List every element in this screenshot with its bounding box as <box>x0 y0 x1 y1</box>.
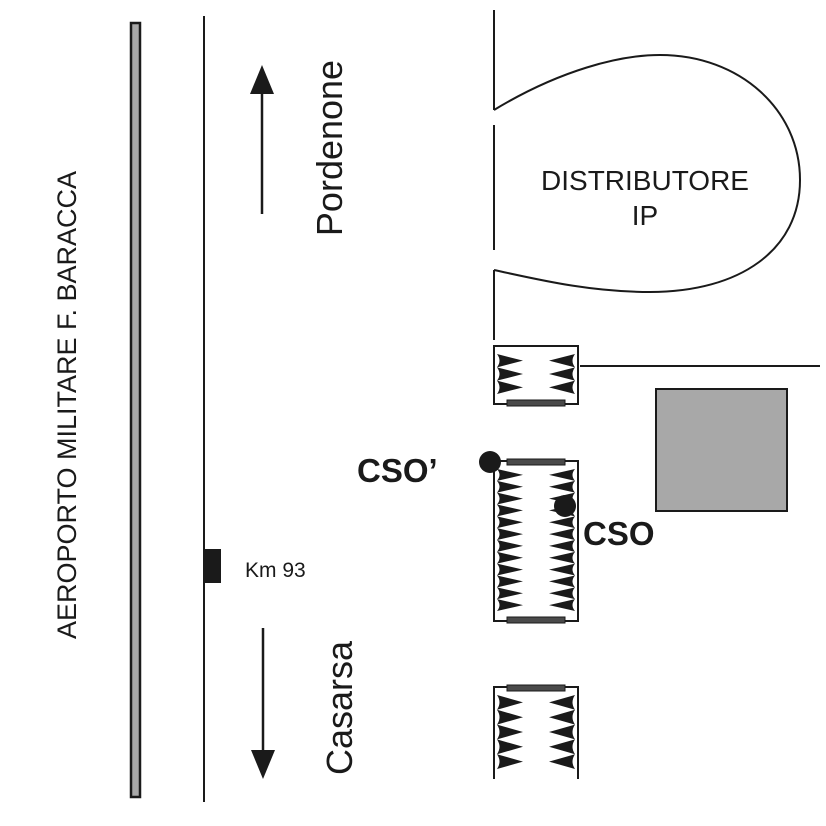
parking-stall-left <box>497 563 523 576</box>
parking-stall-left <box>497 695 523 710</box>
airport-runway <box>129 21 142 799</box>
parking-stall-left <box>497 709 523 725</box>
parking-stall-right <box>549 528 575 540</box>
parking-stall-left <box>497 528 523 540</box>
km-marker-label: Km 93 <box>245 559 306 582</box>
fuel-station-label-line2: IP <box>632 200 658 231</box>
arrow-north-icon <box>250 65 274 214</box>
curb-bar <box>506 458 566 466</box>
marker-cso-alt-dot[interactable] <box>479 451 501 473</box>
curb-bar <box>506 616 566 624</box>
parking-stall-right <box>549 587 575 600</box>
parking-stall-right <box>549 354 575 368</box>
parking-block-top <box>493 345 579 407</box>
parking-stall-right <box>549 724 575 740</box>
parking-stall-left <box>497 724 523 740</box>
parking-stall-right <box>549 739 575 755</box>
marker-cso-dot[interactable] <box>554 495 576 517</box>
parking-stall-right <box>549 695 575 710</box>
parking-block-middle <box>493 458 579 624</box>
parking-stall-left <box>497 380 523 394</box>
parking-stall-left <box>497 599 523 611</box>
parking-stall-right <box>549 367 575 381</box>
parking-stall-left <box>497 492 523 505</box>
parking-stall-right <box>549 540 575 552</box>
parking-stall-left <box>497 540 523 552</box>
curb-bar <box>506 399 566 407</box>
parking-stall-right <box>549 754 575 769</box>
arrow-south-icon <box>251 628 275 779</box>
curb-bar <box>506 684 566 692</box>
fuel-station-lot <box>493 53 802 294</box>
parking-stall-right <box>549 480 575 493</box>
parking-stall-right <box>549 563 575 576</box>
building <box>655 388 788 512</box>
parking-stall-left <box>497 739 523 755</box>
marker-cso-alt-label: CSO’ <box>357 452 438 489</box>
direction-label-north: Pordenone <box>309 60 350 236</box>
parking-stall-right <box>549 575 575 588</box>
parking-stall-right <box>549 599 575 611</box>
parking-stall-left <box>497 587 523 600</box>
km-marker-post <box>204 549 221 583</box>
parking-stall-left <box>497 551 523 564</box>
marker-cso-label: CSO <box>583 515 655 552</box>
parking-stall-left <box>497 575 523 588</box>
parking-block-bottom <box>493 684 579 779</box>
parking-stall-left <box>497 367 523 381</box>
airport-label: AEROPORTO MILITARE F. BARACCA <box>52 171 82 639</box>
parking-stall-left <box>497 754 523 769</box>
parking-stall-left <box>497 480 523 493</box>
parking-stall-right <box>549 469 575 481</box>
parking-stall-right <box>549 380 575 394</box>
parking-stall-left <box>497 516 523 529</box>
parking-stall-left <box>497 469 523 481</box>
parking-stall-right <box>549 551 575 564</box>
parking-stall-right <box>549 709 575 725</box>
parking-stall-right <box>549 516 575 529</box>
parking-stall-left <box>497 354 523 368</box>
direction-label-south: Casarsa <box>319 640 360 775</box>
fuel-station-label-line1: DISTRIBUTORE <box>541 165 749 196</box>
parking-stall-left <box>497 504 523 517</box>
